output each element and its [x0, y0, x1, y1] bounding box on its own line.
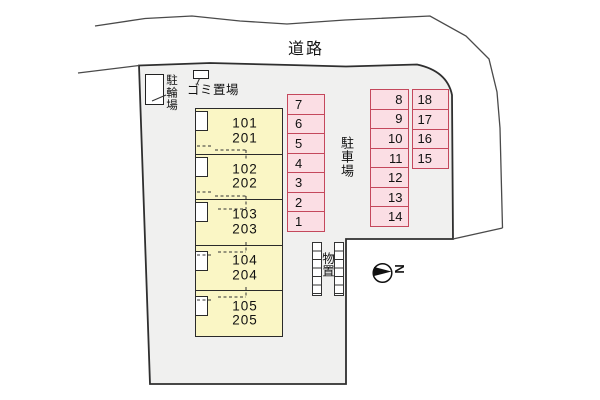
building-unit: 104 204: [194, 244, 282, 291]
unit-second-floor-number: 201: [232, 130, 258, 146]
unit-first-floor-number: 102: [232, 161, 258, 177]
parcel-divider-line: [452, 227, 503, 240]
north-arrow-letter: N: [392, 264, 407, 274]
unit-entrance-porch: [194, 111, 208, 131]
parking-stall: 12: [371, 167, 408, 187]
parking-stall: 6: [288, 113, 324, 134]
road-edge-upper-line: [94, 15, 504, 229]
garbage-area-box: [192, 69, 209, 79]
parking-stall: 1: [288, 211, 324, 231]
unit-first-floor-number: 105: [232, 298, 258, 314]
building-unit: 105 205: [194, 290, 282, 336]
storage-label: 物置: [320, 252, 334, 277]
parking-stall: 4: [288, 152, 324, 173]
unit-number-label: 102 202: [209, 162, 281, 191]
parking-stall: 3: [288, 172, 324, 192]
parking-stall: 5: [288, 133, 324, 153]
parking-column-right-outer: 18 17 16 15: [411, 89, 449, 169]
unit-second-floor-number: 204: [232, 267, 258, 283]
unit-first-floor-number: 101: [232, 115, 258, 131]
building-unit: 103 203: [194, 199, 282, 245]
building-unit: 102 202: [194, 153, 282, 200]
parking-stall: 10: [371, 128, 408, 148]
parking-stall: 13: [371, 186, 408, 207]
unit-entrance-porch: [194, 250, 208, 271]
north-arrow-icon: [372, 262, 393, 284]
road-label: 道路: [288, 41, 325, 58]
parking-stall: 17: [412, 108, 448, 129]
apartment-building: 101 201 102 202 103 203 104 204: [194, 108, 283, 337]
garbage-label-leader-line: [196, 78, 200, 85]
parking-stall: 15: [412, 148, 448, 168]
north-arrow-needle: [374, 267, 392, 276]
floor-divider-dashed-line: [197, 145, 247, 159]
parking-stall: 9: [371, 108, 408, 129]
unit-number-label: 101 201: [209, 115, 281, 146]
unit-entrance-porch: [194, 296, 208, 317]
parking-column-right-inner: 8 9 10 11 12 13 14: [370, 89, 409, 227]
parking-stall: 14: [371, 206, 408, 226]
unit-first-floor-number: 103: [232, 206, 258, 222]
floor-divider-dashed-line: [197, 242, 247, 256]
bicycle-parking-box: [145, 74, 164, 105]
floor-divider-dashed-line: [197, 287, 247, 301]
unit-first-floor-number: 104: [232, 252, 258, 268]
floor-divider-dashed-line: [197, 191, 247, 210]
unit-number-label: 103 203: [209, 206, 281, 237]
parking-stall: 11: [371, 147, 408, 168]
unit-number-label: 104 204: [209, 252, 281, 283]
storage-shed-right: [333, 241, 344, 296]
parking-column-front: 7 6 5 4 3 2 1: [287, 94, 325, 232]
road-edge-lower-left-line: [77, 64, 140, 74]
bicycle-parking-label: 駐輪場: [165, 74, 177, 112]
unit-second-floor-number: 203: [232, 221, 258, 237]
unit-entrance-porch: [194, 156, 208, 177]
parking-stall: 18: [417, 91, 432, 107]
parking-stall: 7: [295, 96, 303, 112]
parking-stall: 2: [288, 191, 324, 212]
garbage-area-label: ゴミ置場: [187, 83, 240, 97]
parking-stall: 16: [412, 128, 448, 149]
unit-second-floor-number: 205: [232, 312, 258, 328]
unit-number-label: 105 205: [209, 299, 281, 328]
bicycle-label-leader-line: [151, 94, 167, 102]
building-unit: 101 201: [194, 109, 282, 154]
parking-lot-label: 駐車場: [339, 136, 354, 178]
unit-second-floor-number: 202: [232, 175, 258, 191]
unit-entrance-porch: [194, 202, 208, 223]
parking-stall: 8: [395, 91, 403, 107]
storage-shed-left: [311, 241, 322, 296]
